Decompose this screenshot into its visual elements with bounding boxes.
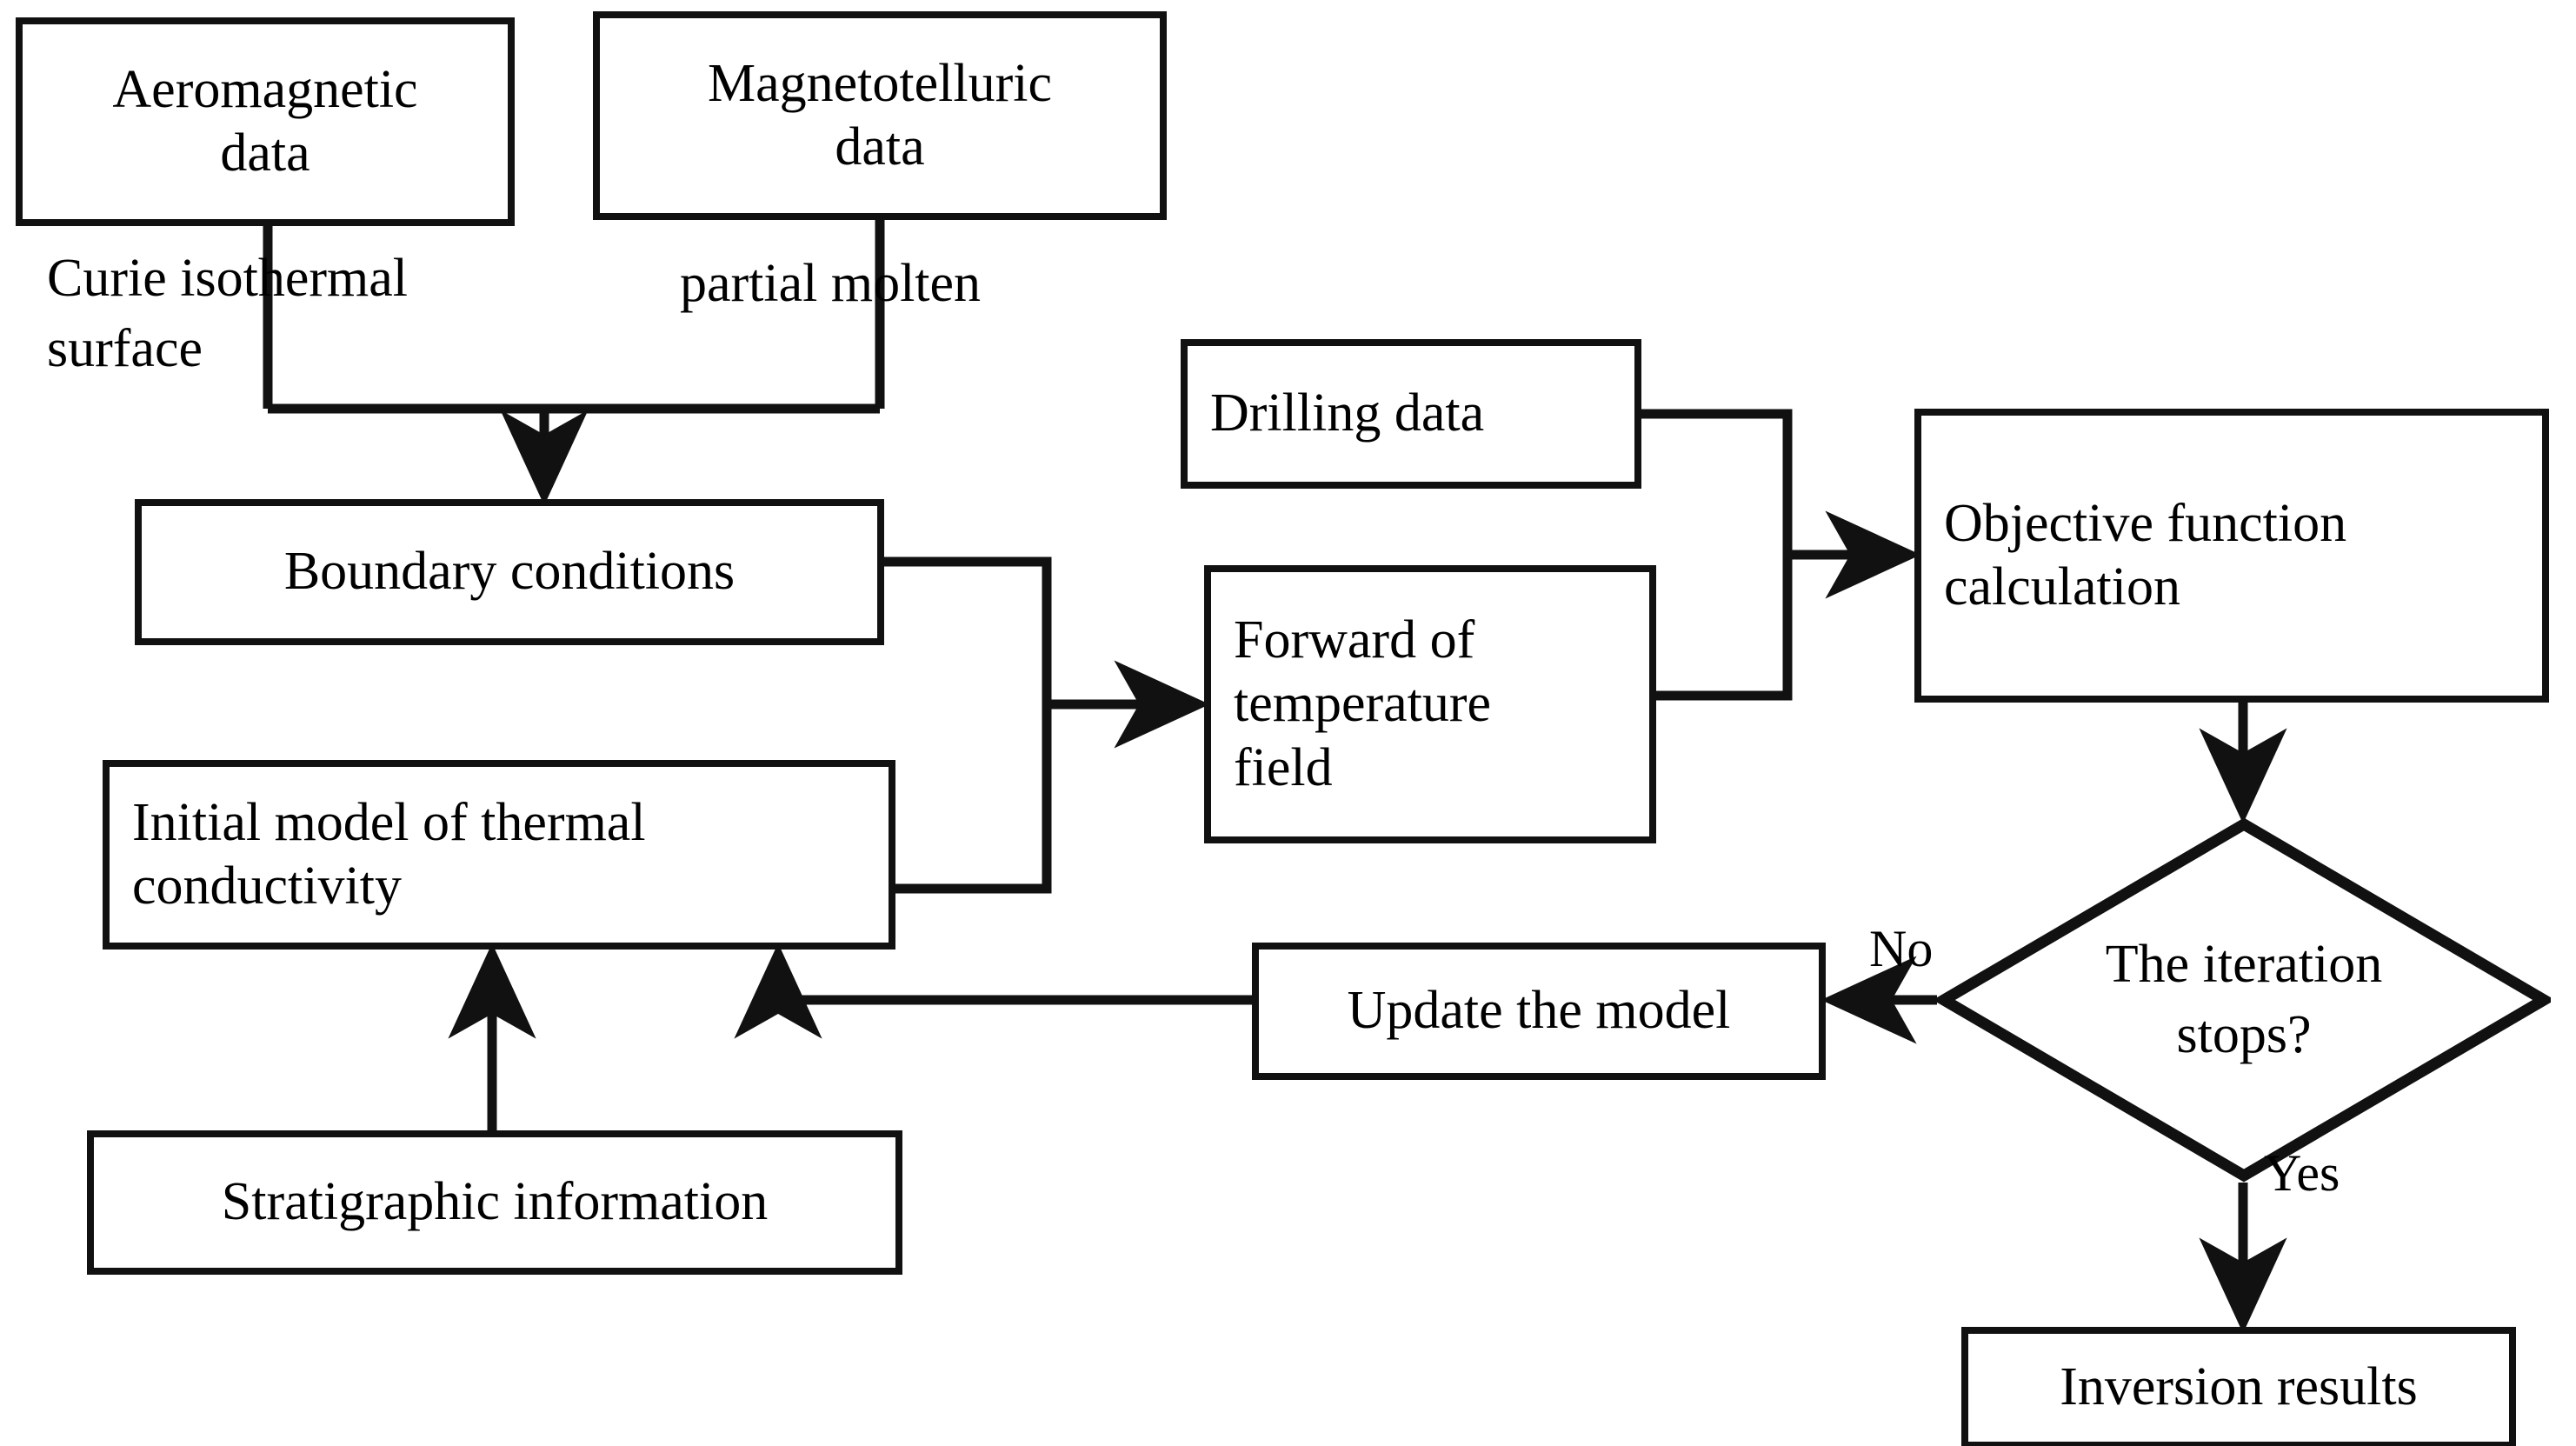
edge-drilling-to-merge2 [1641,409,1793,555]
node-boundary-conditions[interactable]: Boundary conditions [135,499,884,645]
edge-label-curie-isothermal-surface: Curie isothermal surface [47,249,408,378]
edge-boundary-to-merge [884,556,1052,704]
iteration-decision-label: The iteration stops? [2105,935,2383,1064]
node-initial-model-of-thermal-conductivity[interactable]: Initial model of thermal conductivity [103,760,895,950]
diamond-shape [1937,817,2551,1183]
node-stratigraphic-information[interactable]: Stratigraphic information [87,1130,902,1275]
node-forward-of-temperature-field[interactable]: Forward of temperature field [1204,565,1656,843]
edge-forward-to-merge2 [1654,555,1793,701]
edge-label-yes: Yes [2264,1144,2340,1202]
node-drilling-data[interactable]: Drilling data [1181,339,1641,489]
node-inversion-results[interactable]: Inversion results [1961,1327,2516,1446]
node-objective-function-calculation[interactable]: Objective function calculation [1914,409,2549,703]
node-update-the-model[interactable]: Update the model [1252,943,1826,1080]
edge-initial-to-merge [895,704,1052,894]
node-magnetotelluric-data[interactable]: Magnetotelluric data [593,11,1167,220]
edge-label-partial-molten: partial molten [680,254,982,313]
node-aeromagnetic-data[interactable]: Aeromagnetic data [16,17,515,226]
node-iteration-stops-decision[interactable]: The iteration stops? [1937,817,2551,1183]
edge-update-to-initial [734,943,1252,1039]
edge-label-no: No [1869,920,1934,977]
